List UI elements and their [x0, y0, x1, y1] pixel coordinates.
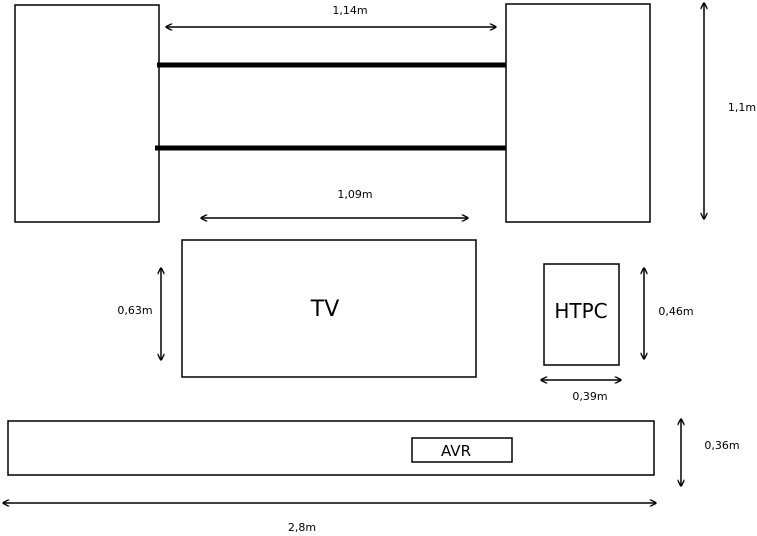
cabinet-height-label: 0,36m: [704, 439, 739, 452]
tv-box: [181, 239, 477, 378]
htpc-box: [543, 263, 620, 366]
htpc-width-label: 0,39m: [572, 390, 607, 403]
right-shelf-box: [505, 3, 651, 223]
tv-height-label: 0,63m: [117, 304, 152, 317]
htpc-label: HTPC: [554, 299, 607, 323]
tv-cabinet-box: [7, 420, 655, 476]
cabinet-width-label: 2,8m: [288, 521, 316, 534]
left-shelf-box: [14, 4, 160, 223]
tv-label: TV: [310, 297, 340, 322]
top-span-label: 1,14m: [332, 4, 367, 17]
avr-box: [411, 437, 513, 463]
htpc-height-label: 0,46m: [658, 305, 693, 318]
avr-label: AVR: [441, 442, 471, 460]
tv-width-label: 1,09m: [337, 188, 372, 201]
speaker-height-label: 1,1m: [728, 101, 756, 114]
